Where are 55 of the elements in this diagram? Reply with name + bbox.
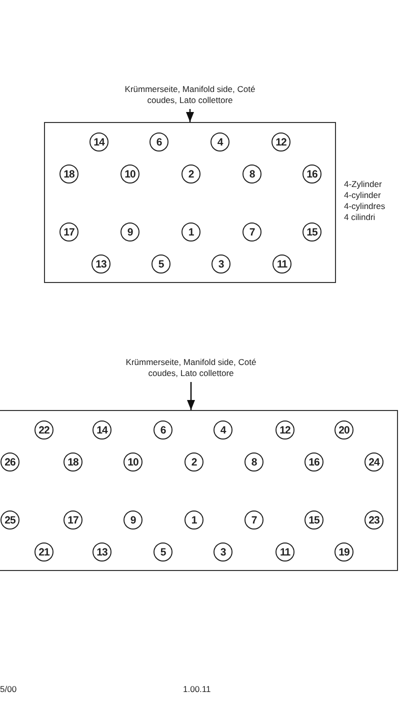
bolt-number: 9 [124, 510, 142, 530]
side-note: Krümmerseite, Manifold side, Coté coudes, Lato collettore [110, 84, 270, 106]
bolt-number: 24 [364, 452, 384, 472]
bolt-number: 22 [34, 420, 54, 440]
bolt-number: 4 [210, 132, 230, 152]
bolt-number: 11 [272, 254, 292, 274]
page-code: 5/00 [0, 684, 17, 694]
cylinder-count-label: 4-cylindres [344, 201, 386, 212]
bolt-number: 14 [92, 420, 112, 440]
bolt-number: 16 [304, 452, 324, 472]
bolt-number: 8 [242, 164, 262, 184]
bolt-number: 7 [242, 222, 262, 242]
bolt-number: 26 [0, 452, 20, 472]
bolt-number: 7 [244, 510, 264, 530]
bolt-number: 18 [64, 452, 82, 472]
bolt-number: 5 [152, 254, 170, 274]
bolt-number: 13 [92, 542, 112, 562]
arrow [186, 109, 194, 122]
bolt-number: 15 [304, 510, 324, 530]
bolt-number: 1 [184, 510, 204, 530]
bolt-number: 8 [244, 452, 264, 472]
bolt-number: 9 [120, 222, 140, 242]
bolt-number: 12 [272, 132, 290, 152]
bolt-number: 5 [154, 542, 172, 562]
page-code: 1.00.11 [183, 684, 211, 694]
bolt-number: 3 [212, 254, 230, 274]
bolt-number: 12 [276, 420, 294, 440]
bolt-number: 2 [184, 452, 204, 472]
cylinder-count-label: 4-Zylinder [344, 179, 382, 190]
bolt-number: 21 [34, 542, 54, 562]
bolt-number: 6 [154, 420, 172, 440]
bolt-number: 23 [364, 510, 384, 530]
side-note: Krümmerseite, Manifold side, Coté coudes, Lato collettore [111, 357, 271, 379]
bolt-number: 25 [0, 510, 20, 530]
bolt-number: 20 [334, 420, 354, 440]
cylinder-head-outline [0, 410, 398, 571]
bolt-number: 15 [302, 222, 322, 242]
cylinder-count-label: 4-cylinder [344, 190, 381, 201]
bolt-number: 11 [276, 542, 294, 562]
arrow [187, 382, 195, 410]
cylinder-count-label: 4 cilindri [344, 212, 376, 223]
bolt-number: 1 [182, 222, 200, 242]
bolt-number: 10 [124, 452, 142, 472]
bolt-number: 13 [92, 254, 110, 274]
bolt-number: 6 [150, 132, 168, 152]
bolt-number: 10 [120, 164, 140, 184]
bolt-number: 19 [334, 542, 354, 562]
bolt-number: 17 [64, 510, 82, 530]
bolt-number: 16 [302, 164, 322, 184]
bolt-number: 14 [90, 132, 108, 152]
bolt-number: 2 [182, 164, 200, 184]
bolt-number: 18 [60, 164, 78, 184]
bolt-number: 17 [60, 222, 78, 242]
bolt-number: 4 [214, 420, 232, 440]
bolt-number: 3 [214, 542, 232, 562]
